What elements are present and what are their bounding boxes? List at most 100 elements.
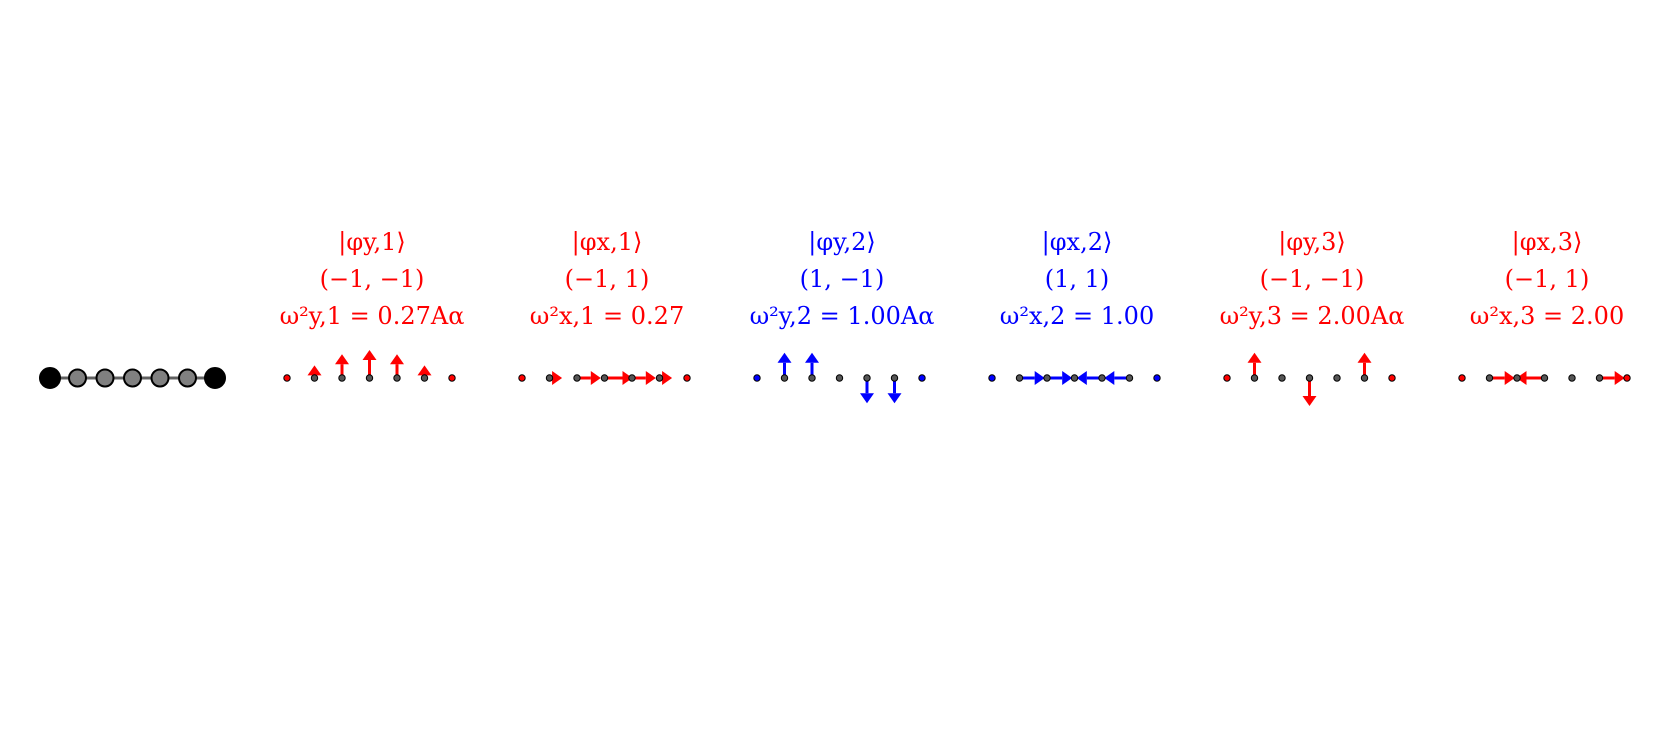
mode-frequency: ω²x,3 = 2.00 xyxy=(1469,302,1625,330)
mode-atom xyxy=(365,374,374,382)
mode-ket: |φy,2⟩ xyxy=(808,228,876,256)
displacement-arrow-head xyxy=(590,371,601,385)
mode-parity: (1, 1) xyxy=(1044,265,1110,293)
mode-y-2 xyxy=(753,352,926,404)
mode-end-atom xyxy=(448,374,456,382)
mode-frequency: ω²y,3 = 2.00Aα xyxy=(1219,302,1405,330)
chain-atom xyxy=(95,368,115,388)
mode-atom xyxy=(1485,374,1494,382)
mode-end-atom xyxy=(518,374,526,382)
mode-end-atom xyxy=(753,374,761,382)
displacement-arrow-head xyxy=(1516,371,1527,385)
displacement-arrow-head xyxy=(860,393,874,404)
mode-atom xyxy=(1070,374,1079,382)
displacement-arrow-head xyxy=(335,354,349,365)
mode-x-1 xyxy=(518,371,691,385)
mode-atom xyxy=(1250,374,1259,382)
mode-atom xyxy=(1278,374,1286,382)
mode-end-atom xyxy=(283,374,291,382)
vibrational-modes xyxy=(283,350,1631,406)
mode-atom xyxy=(420,374,429,382)
displacement-arrow-head xyxy=(390,354,404,365)
mode-y-3 xyxy=(1223,352,1396,406)
mode-frequency: ω²x,2 = 1.00 xyxy=(999,302,1155,330)
atomic-chain xyxy=(39,367,226,389)
mode-atom xyxy=(1360,374,1369,382)
mode-atom xyxy=(545,374,554,382)
mode-atom xyxy=(835,374,844,382)
mode-atom xyxy=(655,374,664,382)
mode-y-1 xyxy=(283,350,456,382)
mode-atom xyxy=(1098,374,1106,382)
mode-x-2 xyxy=(988,371,1161,385)
mode-end-atom xyxy=(683,374,691,382)
mode-end-atom xyxy=(1388,374,1396,382)
mode-parity: (−1, −1) xyxy=(1259,265,1365,293)
mode-atom xyxy=(1595,374,1604,382)
mode-ket: |φy,3⟩ xyxy=(1278,228,1346,256)
mode-frequency: ω²x,1 = 0.27 xyxy=(529,302,685,330)
chain-atom xyxy=(123,368,142,388)
mode-atom xyxy=(573,374,581,382)
mode-end-atom xyxy=(988,374,996,382)
mode-ket: |φx,3⟩ xyxy=(1511,228,1583,256)
mode-frequency: ω²y,1 = 0.27Aα xyxy=(279,302,465,330)
displacement-arrow-head xyxy=(1076,371,1087,385)
chain-atom xyxy=(150,368,170,388)
mode-atom xyxy=(1333,374,1341,382)
displacement-arrow-head xyxy=(1062,371,1073,385)
mode-atom xyxy=(628,374,636,382)
mode-atom xyxy=(808,374,816,382)
chain-atom xyxy=(178,368,197,388)
displacement-arrow-head xyxy=(552,371,563,385)
mode-atom xyxy=(393,374,401,382)
mode-label-y2: |φy,2⟩ (1, −1) ω²y,2 = 1.00Aα xyxy=(742,228,942,339)
displacement-arrow-head xyxy=(622,371,633,385)
displacement-arrow-head xyxy=(645,371,656,385)
displacement-arrow-head xyxy=(805,352,819,363)
mode-label-x1: |φx,1⟩ (−1, 1) ω²x,1 = 0.27 xyxy=(507,228,707,339)
mode-end-atom xyxy=(1153,374,1161,382)
displacement-arrow-head xyxy=(1302,396,1317,406)
mode-atom xyxy=(1043,374,1051,382)
mode-x-3 xyxy=(1458,371,1631,385)
mode-parity: (−1, −1) xyxy=(319,265,425,293)
mode-ket: |φy,1⟩ xyxy=(338,228,406,256)
displacement-arrow-head xyxy=(362,350,377,360)
mode-parity: (−1, 1) xyxy=(1504,265,1590,293)
mode-label-x3: |φx,3⟩ (−1, 1) ω²x,3 = 2.00 xyxy=(1447,228,1647,339)
displacement-arrow-head xyxy=(1357,352,1372,363)
displacement-arrow-head xyxy=(662,371,673,385)
displacement-arrow-head xyxy=(887,393,902,404)
mode-frequency: ω²y,2 = 1.00Aα xyxy=(749,302,935,330)
mode-atom xyxy=(1305,374,1314,382)
mode-atom xyxy=(1015,374,1024,382)
mode-label-y3: |φy,3⟩ (−1, −1) ω²y,3 = 2.00Aα xyxy=(1212,228,1412,339)
mode-end-atom xyxy=(918,374,926,382)
mode-atom xyxy=(1568,374,1576,382)
mode-atom xyxy=(890,374,899,382)
mode-atom xyxy=(1540,374,1549,382)
mode-parity: (1, −1) xyxy=(799,265,885,293)
mode-atom xyxy=(1125,374,1134,382)
mode-atom xyxy=(600,374,609,382)
displacement-arrow-head xyxy=(777,352,792,363)
mode-parity: (−1, 1) xyxy=(564,265,650,293)
mode-label-y1: |φy,1⟩ (−1, −1) ω²y,1 = 0.27Aα xyxy=(272,228,472,339)
chain-end-atom xyxy=(39,367,61,389)
displacement-arrow-head xyxy=(307,365,322,376)
mode-end-atom xyxy=(1223,374,1231,382)
displacement-arrow-head xyxy=(1247,352,1262,363)
mode-ket: |φx,1⟩ xyxy=(571,228,643,256)
mode-atom xyxy=(1513,374,1521,382)
displacement-arrow-head xyxy=(417,365,432,376)
displacement-arrow-head xyxy=(1034,371,1045,385)
mode-ket: |φx,2⟩ xyxy=(1041,228,1113,256)
mode-atom xyxy=(310,374,319,382)
chain-atom xyxy=(68,368,87,388)
displacement-arrow-head xyxy=(1104,371,1115,385)
mode-atom xyxy=(338,374,346,382)
chain-end-atom xyxy=(204,367,226,389)
mode-label-x2: |φx,2⟩ (1, 1) ω²x,2 = 1.00 xyxy=(977,228,1177,339)
